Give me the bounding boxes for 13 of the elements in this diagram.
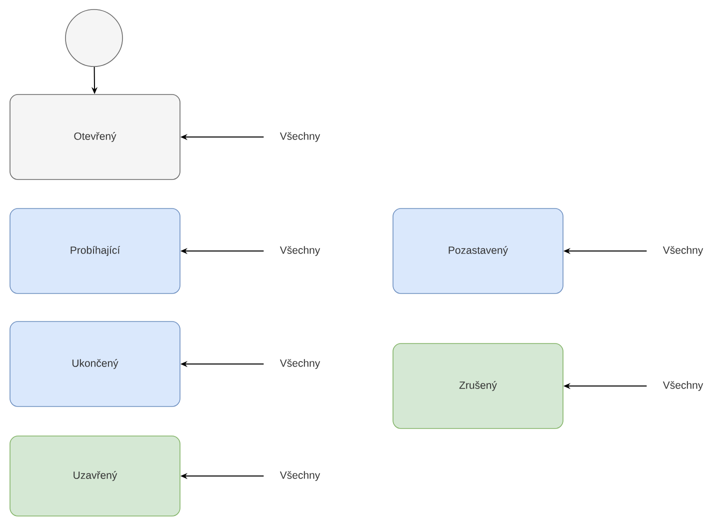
source-label: Všechny	[662, 246, 704, 256]
state-box: Pozastavený	[392, 208, 564, 294]
state-box: Probíhající	[10, 208, 180, 294]
source-label: Všechny	[662, 381, 704, 391]
circle-shape	[65, 9, 123, 67]
state-box: Otevřený	[10, 94, 180, 180]
state-box: Zrušený	[392, 343, 564, 429]
source-label: Všechny	[280, 471, 320, 481]
source-label: Všechny	[280, 132, 320, 142]
state-box: Ukončený	[10, 321, 180, 407]
state-box: Uzavřený	[10, 436, 180, 516]
source-label: Všechny	[280, 246, 320, 256]
source-label: Všechny	[280, 359, 320, 369]
